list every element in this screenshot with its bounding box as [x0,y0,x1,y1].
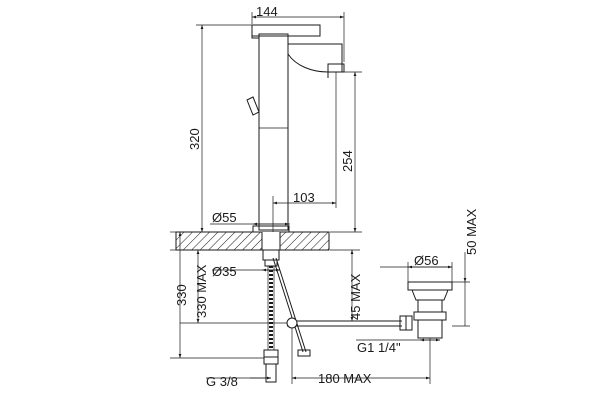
label-waste-thread: G1 1/4" [356,338,440,355]
dimension-waste-56: Ø56 [380,253,453,282]
dimension-180-max: 180 MAX [291,328,431,386]
dim-label-330-max: 330 MAX [194,264,209,318]
dimension-base-55: Ø55 [210,210,290,226]
dimension-330: 330 330 MAX [170,231,264,359]
dim-label-180-max: 180 MAX [318,371,372,386]
dim-label-56: Ø56 [414,253,439,268]
dimension-144: 144 [251,4,345,62]
dim-label-55: Ø55 [212,210,237,225]
dimension-103: 103 [272,80,337,232]
dim-label-103: 103 [293,190,315,205]
dim-label-320: 320 [187,128,202,150]
countertop [175,231,330,251]
dim-label-144: 144 [256,4,278,19]
supply-hoses [180,249,402,383]
dim-label-45-max: 45 MAX [348,273,363,320]
dim-label-50-max: 50 MAX [464,208,479,255]
dim-label-g-3-8: G 3/8 [206,374,238,389]
dim-label-35: Ø35 [212,264,237,279]
dimension-hole-35: Ø35 [212,264,280,279]
dim-label-254: 254 [340,150,355,172]
dim-label-330: 330 [174,284,189,306]
label-hose-thread: G 3/8 [206,374,271,389]
popup-waste [399,281,453,346]
dimension-50-max: 50 MAX [452,208,479,327]
dimension-45-max: 45 MAX [330,249,363,321]
dimension-320: 320 [187,24,252,233]
dim-label-g1-1-4: G1 1/4" [357,340,401,355]
dimension-254: 254 [330,71,362,233]
